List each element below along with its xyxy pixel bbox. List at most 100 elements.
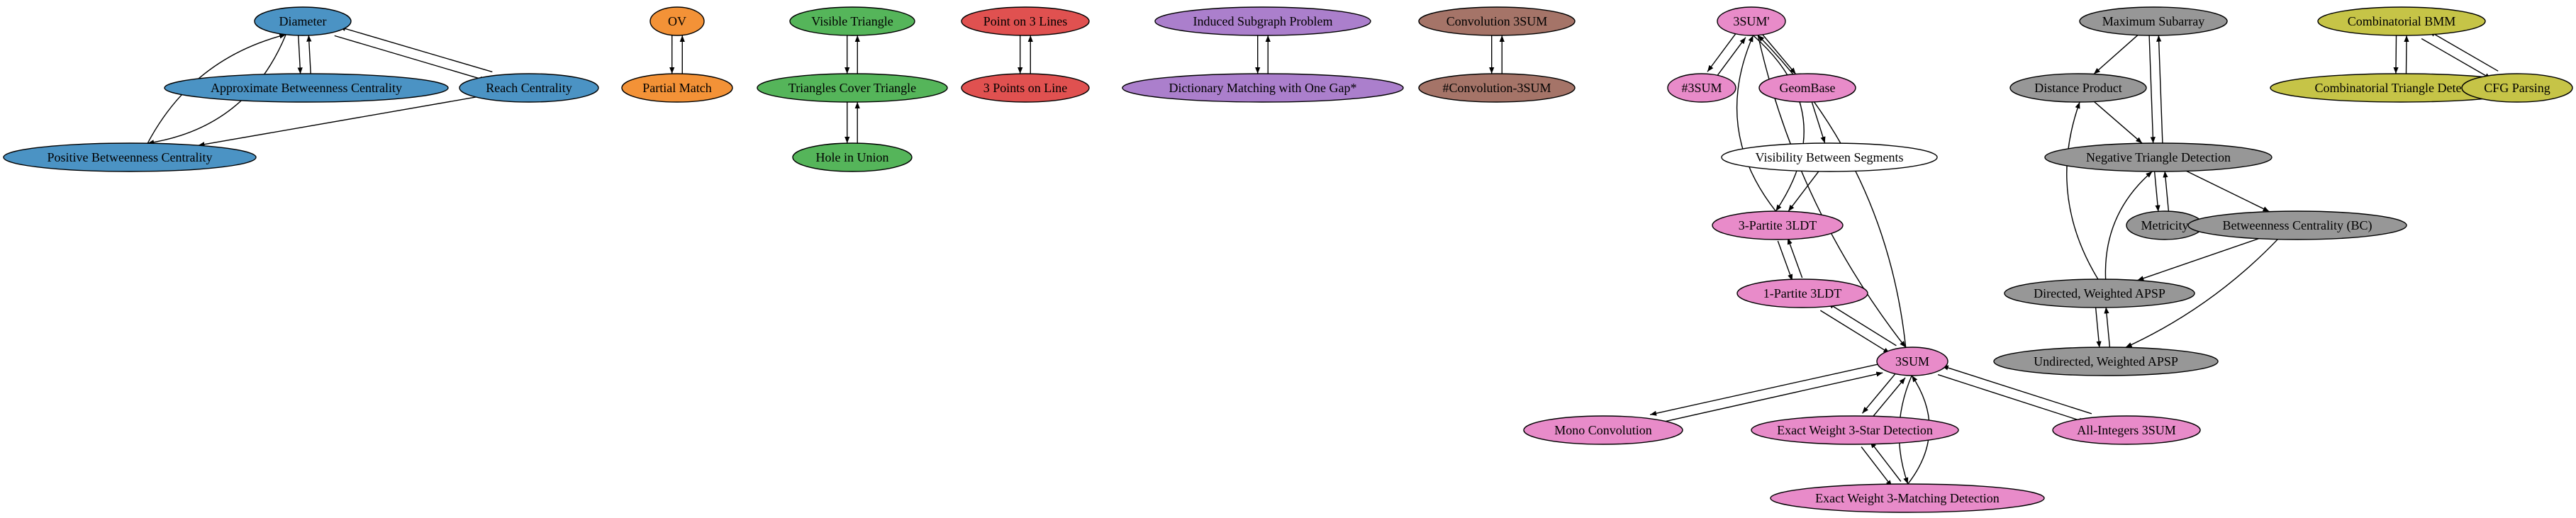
node-shape [1876, 347, 1948, 376]
node-3sum: 3SUM [1876, 347, 1948, 376]
node-shape [3, 142, 257, 172]
node-mono: Mono Convolution [1523, 415, 1683, 445]
node-bc: Betweenness Centrality (BC) [2187, 210, 2407, 240]
node-shape [164, 73, 449, 103]
edge-geom-to-vbs [1811, 101, 1826, 144]
node-tct: Triangles Cover Triangle [757, 73, 948, 103]
edge-dwapsp-to-dp [2066, 101, 2099, 280]
edge-reach-to-diameter [339, 26, 493, 73]
node-label: Dictionary Matching with One Gap* [1169, 81, 1357, 95]
node-label: 3SUM' [1733, 14, 1769, 28]
edge-ew3s-to-ew3m [1861, 446, 1892, 488]
node-shape [789, 6, 915, 36]
edge-3sumP-to-h3sum [1707, 31, 1738, 72]
node-label: Approximate Betweenness Centrality [211, 81, 402, 95]
node-label: Induced Subgraph Problem [1193, 14, 1333, 28]
edge-ew3s-to-3sum [1870, 377, 1906, 420]
node-shape [2317, 6, 2486, 36]
node-shape [1993, 347, 2219, 376]
node-shape [649, 6, 705, 36]
node-abc: Approximate Betweenness Centrality [164, 73, 449, 103]
node-shape [1758, 73, 1856, 103]
node-label: All-Integers 3SUM [2077, 423, 2175, 437]
node-dp: Distance Product [2009, 73, 2147, 103]
edge-3sumP-to-geom [1762, 34, 1797, 75]
edge-diameter-to-abc [297, 35, 303, 74]
node-label: Reach Centrality [486, 81, 571, 95]
edge-metricity-to-ntd [2163, 171, 2170, 211]
node-shape [621, 73, 733, 103]
edge-bc-to-uwapsp [2125, 239, 2278, 348]
node-shape [1751, 415, 1959, 445]
node-label: Metricity [2141, 218, 2189, 232]
edge-3sum-to-ew3s [1861, 371, 1897, 414]
edge-h3sum-to-3sumP [1715, 37, 1746, 78]
edge-uwapsp-to-dwapsp [2104, 307, 2111, 347]
node-cfg: CFG Parsing [2461, 73, 2573, 103]
node-shape [1418, 73, 1576, 103]
node-shape [2044, 142, 2273, 172]
node-pbc: Positive Betweenness Centrality [3, 142, 257, 172]
node-label: Maximum Subarray [2102, 14, 2204, 28]
node-shape [2052, 415, 2201, 445]
node-label: Negative Triangle Detection [2086, 150, 2231, 164]
edge-3sum-to-1p3ldt [1827, 303, 1897, 347]
node-shape [1418, 6, 1576, 36]
node-label: Directed, Weighted APSP [2034, 286, 2165, 300]
node-ai3sum: All-Integers 3SUM [2052, 415, 2201, 445]
node-geom: GeomBase [1758, 73, 1856, 103]
edge-bc-to-dwapsp [2137, 238, 2259, 281]
node-label: 3 Points on Line [983, 81, 1068, 95]
node-3pol: 3 Points on Line [961, 73, 1090, 103]
node-dwapsp: Directed, Weighted APSP [2004, 278, 2195, 308]
node-shape [2009, 73, 2147, 103]
node-3sumP: 3SUM' [1717, 6, 1786, 36]
node-ew3s: Exact Weight 3-Star Detection [1751, 415, 1959, 445]
edge-1p3ldt-to-3sum [1820, 310, 1890, 354]
edge-maxsub-to-dp [2093, 35, 2139, 75]
node-maxsub: Maximum Subarray [2079, 6, 2228, 36]
node-3p3ldt: 3-Partite 3LDT [1712, 210, 1844, 240]
node-label: Triangles Cover Triangle [788, 81, 916, 95]
edge-diameter-to-pbc [147, 34, 286, 145]
node-shape [1770, 483, 2045, 513]
edge-cfg-to-cbmm [2429, 30, 2499, 72]
node-shape [2187, 210, 2407, 240]
node-shape [1122, 73, 1404, 103]
node-label: Diameter [279, 14, 327, 28]
edge-3sum-to-3sumP [1757, 35, 1907, 348]
node-label: Hole in Union [816, 150, 889, 164]
node-label: 1-Partite 3LDT [1763, 286, 1841, 300]
edge-dp-to-ntd [2093, 101, 2143, 144]
edge-3sumP-to-3p3ldt [1753, 35, 1805, 212]
edge-diameter-to-reach [334, 35, 487, 81]
node-label: Betweenness Centrality (BC) [2223, 218, 2373, 233]
edge-pbc-to-diameter [147, 33, 286, 144]
node-shape [2079, 6, 2228, 36]
node-label: Combinatorial Triangle Detection [2315, 81, 2487, 95]
node-h3sum: #3SUM [1667, 73, 1736, 103]
edge-maxsub-to-ntd [2148, 35, 2156, 144]
node-label: Partial Match [642, 81, 711, 95]
edge-dwapsp-to-ntd [2104, 171, 2153, 280]
node-shape [2461, 73, 2573, 103]
node-shape [1154, 6, 1371, 36]
node-label: CFG Parsing [2484, 81, 2550, 95]
edge-ntd-to-bc [2186, 170, 2270, 213]
node-label: Point on 3 Lines [983, 14, 1068, 28]
edge-3p3ldt-to-3sumP [1736, 35, 1776, 212]
edge-vbs-to-3p3ldt [1788, 171, 1819, 212]
node-label: OV [668, 14, 686, 28]
node-cbmm: Combinatorial BMM [2317, 6, 2486, 36]
node-shape [1717, 6, 1786, 36]
edge-dwapsp-to-uwapsp [2095, 308, 2102, 348]
node-shape [2004, 278, 2195, 308]
node-label: Exact Weight 3-Matching Detection [1815, 491, 2000, 505]
node-label: Distance Product [2034, 81, 2121, 95]
node-uwapsp: Undirected, Weighted APSP [1993, 347, 2219, 376]
node-label: Convolution 3SUM [1446, 14, 1548, 28]
node-label: GeomBase [1780, 81, 1836, 95]
edge-ew3m-to-ew3s [1870, 441, 1902, 482]
node-reach: Reach Centrality [459, 73, 599, 103]
